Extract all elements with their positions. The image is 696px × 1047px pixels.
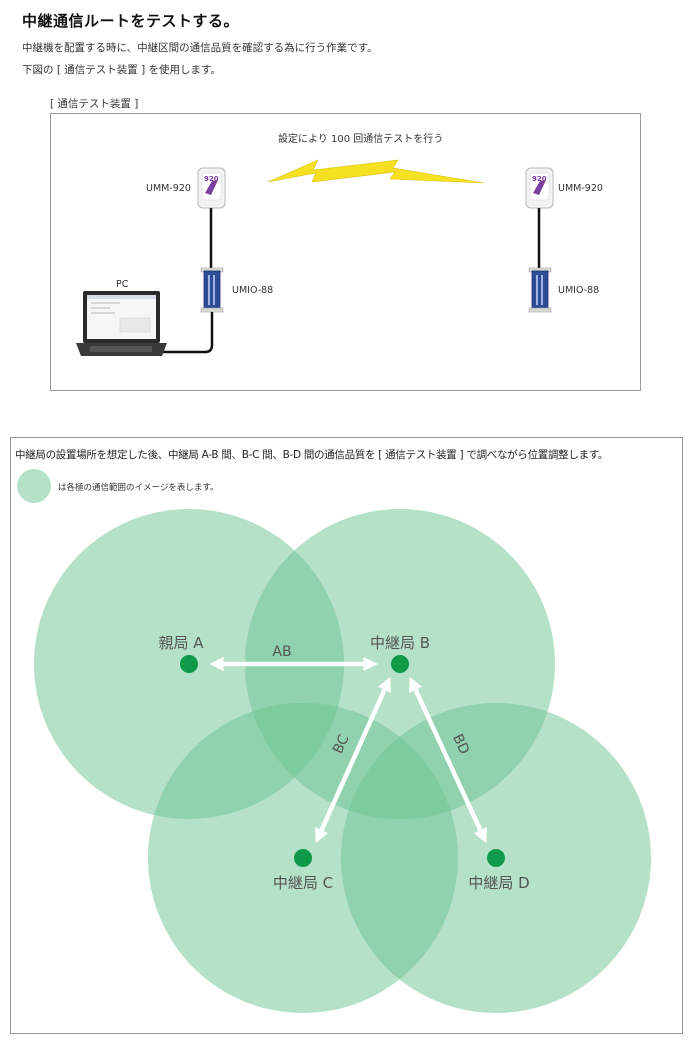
station-label-a: 親局 A	[158, 634, 204, 652]
right-unit-badge: 920	[532, 175, 547, 183]
page-title: 中継通信ルートをテストする。	[22, 12, 240, 30]
left-unit-badge: 920	[204, 175, 219, 183]
radio-signal-icon	[267, 159, 485, 184]
station-label-d: 中継局 D	[468, 874, 529, 892]
test-caption: 設定により 100 回通信テストを行う	[278, 134, 444, 145]
right-umio88-label: UMIO-88	[558, 285, 600, 296]
right-umm920-label: UMM-920	[558, 183, 603, 194]
description-line-1: 中継機を配置する時に、中継区間の通信品質を確認する為に行う作業です。	[22, 42, 378, 54]
laptop-icon	[76, 291, 167, 356]
network-diagram-frame	[10, 437, 683, 1034]
station-dot-b	[391, 655, 409, 673]
left-umm920-label: UMM-920	[146, 183, 191, 194]
description-line-2: 下図の [ 通信テスト装置 ] を使用します。	[22, 64, 221, 76]
link-label-bd: BD	[449, 732, 472, 757]
right-umio88-device	[528, 267, 552, 313]
left-umio88-device	[200, 267, 224, 313]
left-umio88-label: UMIO-88	[232, 285, 274, 296]
link-arrow-bd	[409, 676, 487, 844]
device-diagram-frame	[50, 113, 641, 391]
legend-text: は各極の通信範囲のイメージを表します。	[58, 483, 219, 493]
station-dot-c	[294, 849, 312, 867]
pc-cable	[160, 312, 214, 354]
link-label-bc: BC	[330, 732, 353, 756]
device-section-label: [ 通信テスト装置 ]	[50, 98, 139, 110]
station-dot-d	[487, 849, 505, 867]
legend-range-swatch	[17, 469, 51, 503]
link-arrow-bc	[314, 676, 392, 844]
pc-label: PC	[116, 279, 129, 290]
link-label-ab: AB	[272, 644, 291, 660]
network-note: 中継局の設置場所を想定した後、中継局 A-B 間、B-C 間、B-D 間の通信品…	[15, 449, 609, 461]
left-umm920-device	[197, 167, 226, 270]
station-label-b: 中継局 B	[370, 634, 430, 652]
right-umm920-device	[525, 167, 554, 270]
station-label-c: 中継局 C	[273, 874, 333, 892]
station-dot-a	[180, 655, 198, 673]
